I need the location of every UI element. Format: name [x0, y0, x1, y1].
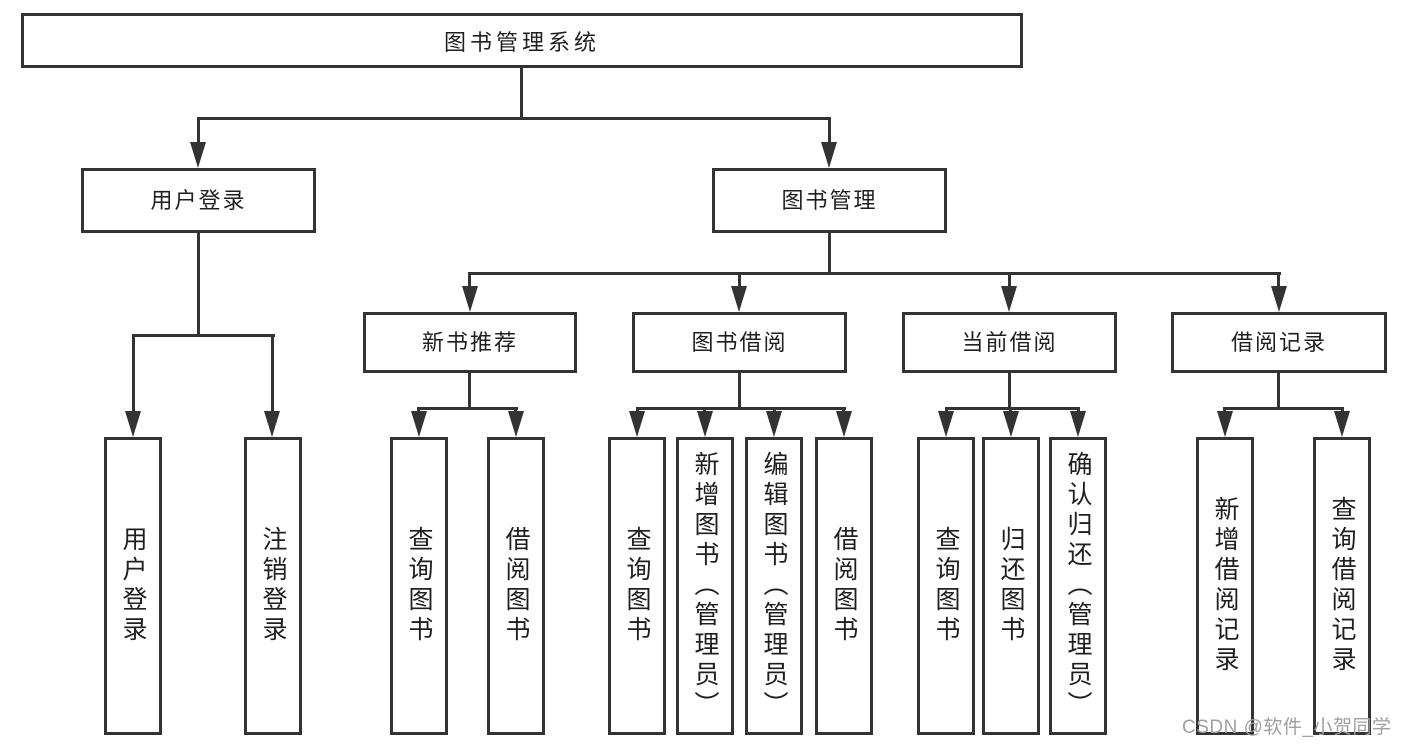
connector-trunk [828, 233, 831, 274]
arrowhead-icon [125, 411, 141, 437]
arrowhead-icon [190, 142, 206, 168]
leaf-query-books-borrowing: 查询图书 [608, 437, 666, 735]
arrowhead-icon [508, 411, 524, 437]
node-current-borrowing: 当前借阅 [902, 312, 1117, 373]
leaf-user-login: 用户登录 [104, 437, 162, 735]
connector-l3-rail [468, 272, 1281, 275]
node-library-system: 图书管理系统 [21, 13, 1023, 68]
leaf-borrow-books-borrowing: 借阅图书 [815, 437, 873, 735]
connector-root-trunk [520, 68, 523, 120]
arrowhead-icon [731, 286, 747, 312]
leaf-query-books-recommend: 查询图书 [390, 437, 448, 735]
arrowhead-icon [766, 411, 782, 437]
node-book-borrowing: 图书借阅 [632, 312, 847, 373]
connector-drop [132, 335, 135, 415]
arrowhead-icon [629, 411, 645, 437]
connector-l2-rail [197, 117, 831, 120]
arrowhead-icon [836, 411, 852, 437]
connector-rail [945, 407, 1080, 410]
node-book-management: 图书管理 [712, 168, 947, 233]
connector-drop [738, 273, 741, 290]
connector-trunk [197, 233, 200, 334]
connector-drop [197, 118, 200, 146]
connector-trunk [468, 373, 471, 409]
leaf-confirm-return-admin: 确认归还（管理员） [1049, 437, 1107, 735]
connector-drop [1277, 273, 1280, 290]
connector-rail [636, 407, 846, 410]
arrowhead-icon [1001, 286, 1017, 312]
leaf-add-books-admin: 新增图书（管理员） [676, 437, 734, 735]
leaf-add-borrow-record: 新增借阅记录 [1196, 437, 1254, 735]
connector-drop [1008, 273, 1011, 290]
leaf-query-books-current: 查询图书 [917, 437, 975, 735]
arrowhead-icon [1271, 286, 1287, 312]
arrowhead-icon [821, 142, 837, 168]
node-user-login: 用户登录 [81, 168, 316, 233]
arrowhead-icon [1334, 411, 1350, 437]
watermark: CSDN @软件_小贺同学 [1182, 717, 1392, 738]
arrowhead-icon [697, 411, 713, 437]
arrowhead-icon [1003, 411, 1019, 437]
connector-rail [417, 407, 518, 410]
connector-rail [132, 334, 275, 337]
node-new-book-recommendation: 新书推荐 [363, 312, 577, 373]
leaf-query-borrow-record: 查询借阅记录 [1313, 437, 1371, 735]
connector-trunk [738, 373, 741, 409]
arrowhead-icon [938, 411, 954, 437]
arrowhead-icon [1217, 411, 1233, 437]
connector-drop [828, 118, 831, 146]
arrowhead-icon [1070, 411, 1086, 437]
connector-trunk [1008, 373, 1011, 409]
connector-drop [468, 273, 471, 290]
leaf-edit-books-admin: 编辑图书（管理员） [745, 437, 803, 735]
arrowhead-icon [411, 411, 427, 437]
connector-rail [1223, 407, 1344, 410]
arrowhead-icon [462, 286, 478, 312]
connector-trunk [1277, 373, 1280, 409]
leaf-logout-login: 注销登录 [244, 437, 302, 735]
node-borrowing-records: 借阅记录 [1171, 312, 1387, 373]
leaf-return-books: 归还图书 [982, 437, 1040, 735]
arrowhead-icon [264, 411, 280, 437]
leaf-borrow-books-recommend: 借阅图书 [487, 437, 545, 735]
connector-drop [271, 335, 274, 415]
